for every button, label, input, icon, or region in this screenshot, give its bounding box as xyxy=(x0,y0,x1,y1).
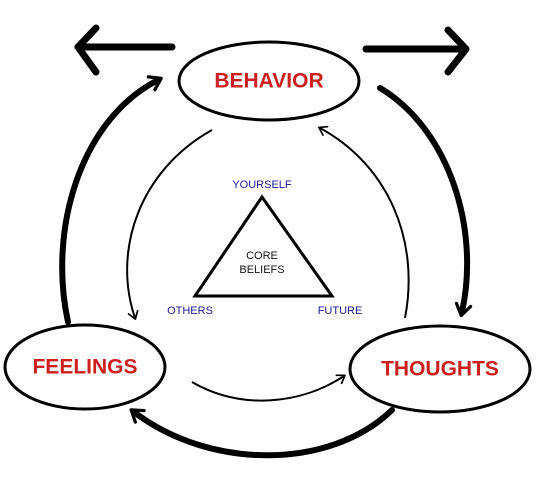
arrow-thoughts-to-feelings xyxy=(129,407,395,459)
feelings-label: FEELINGS xyxy=(32,356,137,379)
feelings-node xyxy=(3,323,167,411)
arrow-left-outward xyxy=(74,24,176,76)
thoughts-label: THOUGHTS xyxy=(381,358,499,381)
behavior-label: BEHAVIOR xyxy=(214,70,323,93)
arrow-feelings-to-thoughts-inner xyxy=(191,374,346,402)
arrow-behavior-to-feelings-inner xyxy=(126,129,213,320)
yourself-label: YOURSELF xyxy=(232,179,292,191)
core-beliefs-line2: BELIEFS xyxy=(239,264,284,276)
thoughts-node xyxy=(348,324,532,414)
others-label: OTHERS xyxy=(167,305,213,317)
core-beliefs-triangle xyxy=(192,194,335,298)
arrow-right-outward xyxy=(362,26,470,76)
arrow-feelings-to-behavior xyxy=(59,75,163,325)
core-beliefs-line1: CORE xyxy=(246,250,278,262)
future-label: FUTURE xyxy=(318,305,363,317)
arrow-thoughts-to-behavior-inner xyxy=(318,125,410,319)
behavior-node xyxy=(177,40,361,122)
arrow-behavior-to-thoughts xyxy=(377,85,473,318)
